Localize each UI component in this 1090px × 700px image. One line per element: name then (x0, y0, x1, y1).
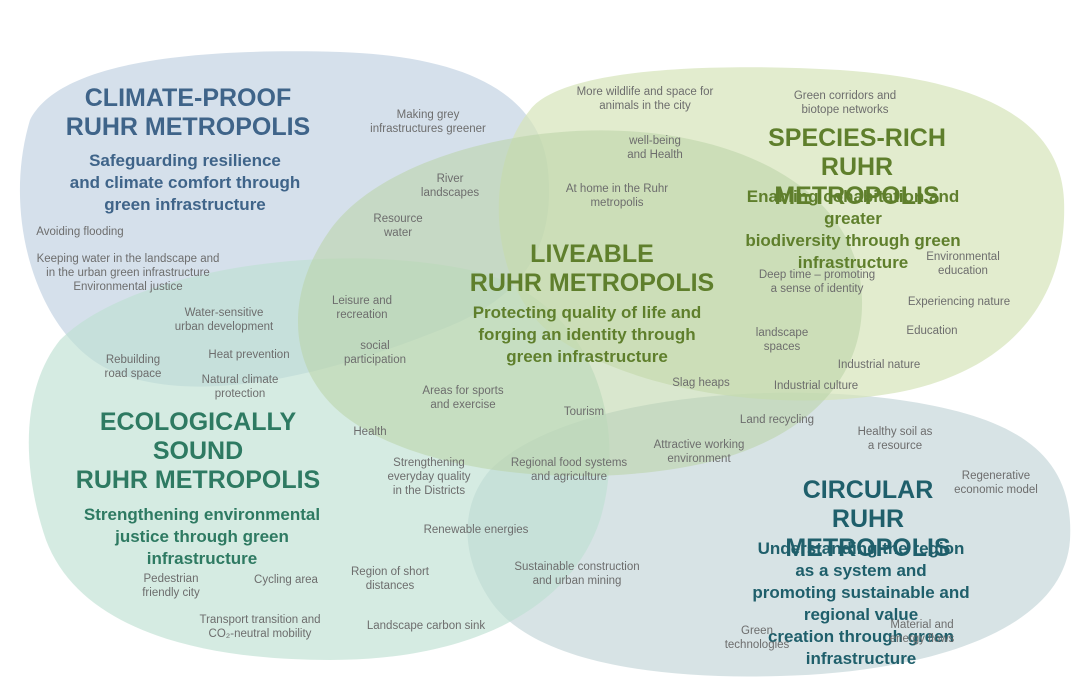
label-env-education: Environmental education (926, 251, 1000, 277)
label-healthy-soil: Healthy soil as a resource (857, 426, 933, 452)
label-green-tech: Green technologies (724, 625, 790, 651)
label-cycling: Cycling area (254, 574, 318, 586)
climate-title: CLIMATE-PROOF RUHR METROPOLIS (65, 84, 311, 141)
label-carbon-sink: Landscape carbon sink (366, 620, 486, 632)
label-education: Education (906, 325, 958, 337)
label-at-home: At home in the Ruhr metropolis (565, 183, 669, 209)
label-heat-prevention: Heat prevention (208, 349, 290, 361)
label-sustainable-construction: Sustainable construction and urban minin… (514, 561, 640, 587)
circular-subtitle: Understanding the region as a system and… (752, 539, 970, 668)
label-health: Health (353, 426, 387, 438)
label-regional-food: Regional food systems and agriculture (510, 457, 628, 483)
label-exp-nature: Experiencing nature (907, 296, 1011, 308)
label-social: social participation (343, 340, 407, 366)
liveable-title: LIVEABLE RUHR METROPOLIS (469, 240, 715, 297)
label-resource-water: Resource water (373, 213, 423, 239)
circular-title: CIRCULAR RUHR METROPOLIS (785, 476, 951, 562)
label-material-flows: Material and energy flows (889, 619, 955, 645)
label-industrial-nature: Industrial nature (837, 359, 921, 371)
label-deep-time: Deep time – promoting a sense of identit… (758, 269, 876, 295)
ecological-title: ECOLOGICALLY SOUND RUHR METROPOLIS (75, 408, 321, 494)
label-rebuilding-road: Rebuilding road space (104, 354, 162, 380)
label-slag-heaps: Slag heaps (672, 377, 730, 389)
label-attractive-working: Attractive working environment (653, 439, 745, 465)
label-short-distances: Region of short distances (351, 566, 429, 592)
label-more-wildlife: More wildlife and space for animals in t… (576, 86, 714, 112)
label-water-sensitive: Water-sensitive urban development (174, 307, 274, 333)
climate-subtitle: Safeguarding resilience and climate comf… (69, 151, 301, 214)
ecological-subtitle: Strengthening environmental justice thro… (83, 505, 321, 568)
label-tourism: Tourism (563, 406, 605, 418)
label-avoiding-flooding: Avoiding flooding (36, 226, 124, 238)
label-regenerative: Regenerative economic model (954, 470, 1038, 496)
label-renewable: Renewable energies (423, 524, 529, 536)
label-strengthening-everyday: Strengthening everyday quality in the Di… (387, 457, 471, 497)
label-pedestrian: Pedestrian friendly city (142, 573, 200, 599)
label-keeping-water: Keeping water in the landscape and in th… (36, 253, 220, 293)
label-green-corridors: Green corridors and biotope networks (793, 90, 897, 116)
label-areas-sports: Areas for sports and exercise (422, 385, 504, 411)
label-transport: Transport transition and CO₂-neutral mob… (199, 614, 321, 640)
region-liveable-shape (297, 130, 863, 477)
liveable-subtitle: Protecting quality of life and forging a… (472, 303, 702, 366)
label-natural-climate: Natural climate protection (201, 374, 279, 400)
label-industrial-culture: Industrial culture (773, 380, 859, 392)
label-making-grey: Making grey infrastructures greener (370, 109, 486, 135)
species-subtitle: Enabling cohabitation and greater biodiv… (745, 187, 961, 272)
label-leisure: Leisure and recreation (331, 295, 393, 321)
label-land-recycling: Land recycling (739, 414, 815, 426)
label-wellbeing: well-being and Health (627, 135, 683, 161)
species-title: SPECIES-RICH RUHR METROPOLIS (768, 124, 946, 210)
label-landscape-spaces: landscape spaces (755, 327, 809, 353)
label-river: River landscapes (420, 173, 480, 199)
